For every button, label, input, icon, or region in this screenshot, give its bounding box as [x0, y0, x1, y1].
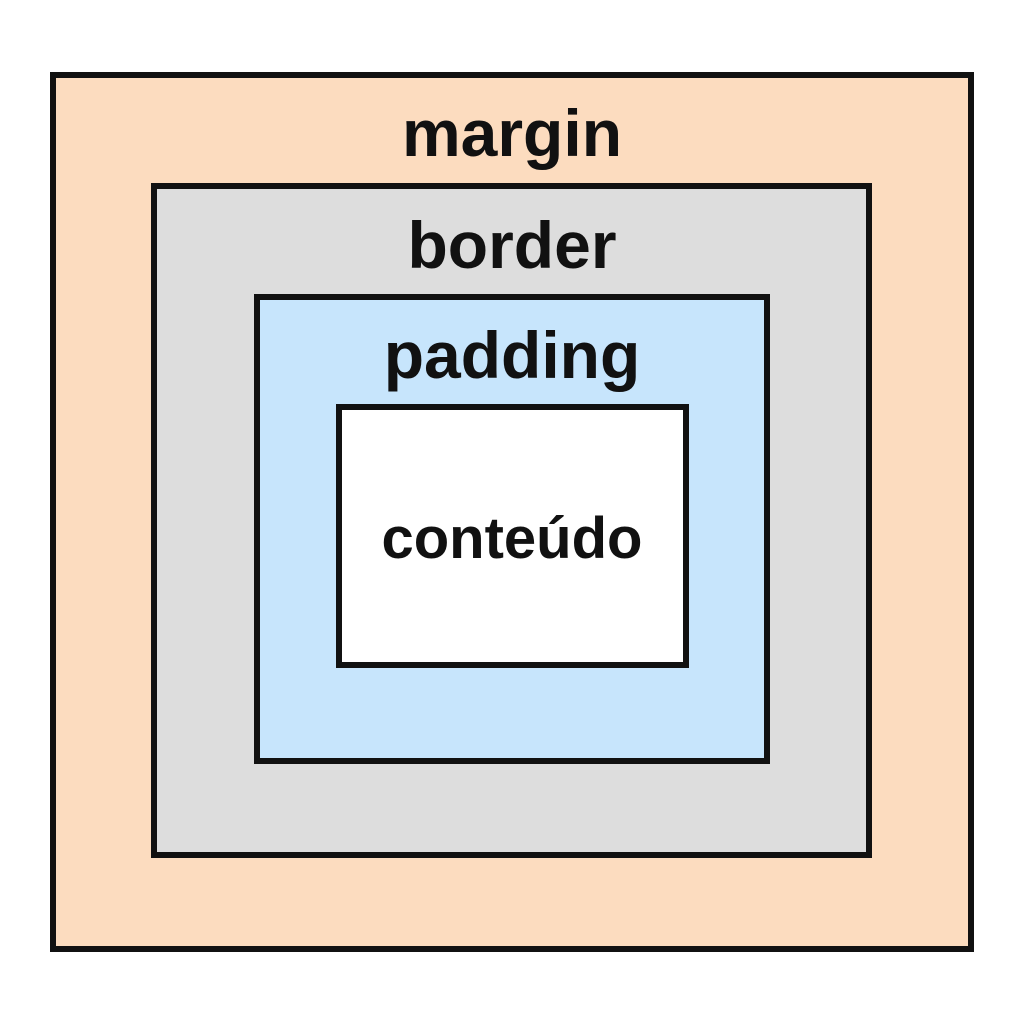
margin-label: margin	[401, 96, 623, 170]
content-box	[336, 404, 689, 668]
padding-label: padding	[383, 318, 641, 392]
border-label: border	[407, 208, 617, 282]
content-label: conteúdo	[381, 506, 643, 571]
